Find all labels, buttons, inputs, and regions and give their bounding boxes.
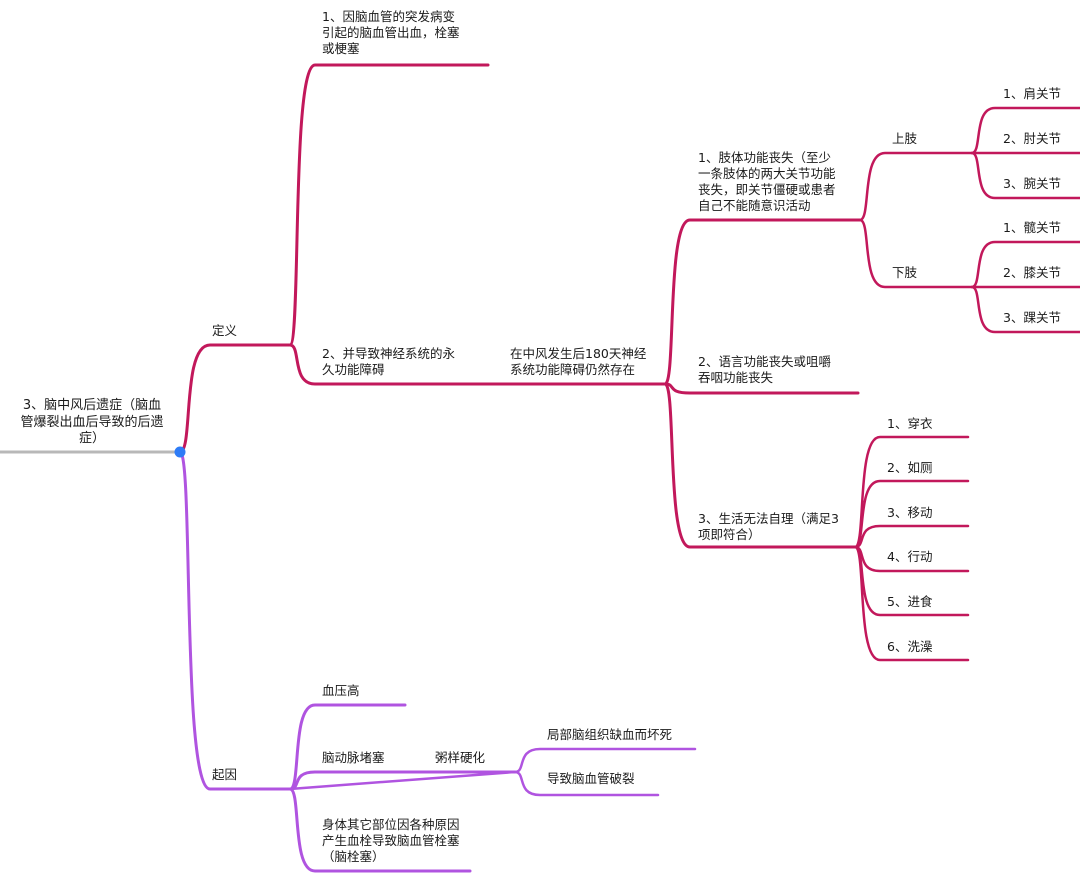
edge-result-rupture — [513, 770, 660, 797]
edge-daily-activity-6 — [853, 545, 970, 662]
edge-cause-embolism — [288, 787, 472, 873]
edge-definition-item2 — [288, 343, 667, 386]
edge-root-cause — [178, 450, 292, 791]
daily-activity-6[interactable]: 6、洗澡 — [887, 639, 933, 654]
cause-label[interactable]: 起因 — [212, 767, 238, 782]
edge-limb-lower — [858, 218, 974, 289]
upper-joint-1[interactable]: 1、肩关节 — [1003, 86, 1061, 101]
cause-artery-blockage[interactable]: 脑动脉堵塞 — [322, 750, 385, 765]
daily-activity-3[interactable]: 3、移动 — [887, 505, 933, 520]
upper-joint-2[interactable]: 2、肘关节 — [1003, 131, 1061, 146]
impairment-speech[interactable]: 2、语言功能丧失或咀嚼 吞咽功能丧失 — [698, 354, 831, 385]
edge-condition-limb — [663, 218, 862, 386]
lower-joint-2[interactable]: 2、膝关节 — [1003, 265, 1061, 280]
definition-condition[interactable]: 在中风发生后180天神经 系统功能障碍仍然存在 — [510, 346, 647, 377]
lower-joint-1[interactable]: 1、髋关节 — [1003, 220, 1061, 235]
edge-cause-artery-blockage — [288, 770, 517, 791]
daily-activity-4[interactable]: 4、行动 — [887, 549, 933, 564]
root-topic[interactable]: 3、脑中风后遗症（脑血 管爆裂出血后导致的后遗 症） — [20, 398, 164, 446]
edge-upper-joint-1 — [970, 106, 1080, 155]
daily-activity-5[interactable]: 5、进食 — [887, 594, 933, 609]
root-connector-dot[interactable] — [174, 446, 186, 458]
edge-daily-activity-1 — [853, 435, 970, 549]
edge-limb-upper — [858, 151, 974, 222]
cause-embolism[interactable]: 身体其它部位因各种原因 产生血栓导致脑血管栓塞 （脑栓塞） — [322, 817, 460, 864]
result-ischemic-necrosis[interactable]: 局部脑组织缺血而坏死 — [547, 727, 673, 742]
impairment-limb[interactable]: 1、肢体功能丧失（至少 一条肢体的两大关节功能 丧失，即关节僵硬或患者 自己不能… — [698, 150, 836, 213]
edge-cause-artery — [289, 770, 516, 791]
daily-activity-1[interactable]: 1、穿衣 — [887, 416, 933, 431]
edge-definition-item1 — [288, 63, 490, 347]
impairment-self-care[interactable]: 3、生活无法自理（满足3 项即符合） — [698, 511, 839, 542]
edge-upper-joint-3 — [970, 151, 1080, 200]
edge-cause-hypertension — [288, 703, 407, 791]
cause-atherosclerosis[interactable]: 粥样硬化 — [435, 750, 486, 765]
definition-item-1[interactable]: 1、因脑血管的突发病变 引起的脑血管出血，栓塞 或梗塞 — [322, 9, 460, 56]
edge-condition-speech — [663, 382, 860, 395]
edge-daily-activity-3 — [853, 524, 970, 549]
edge-daily-activity-2 — [853, 479, 970, 549]
definition-item-2[interactable]: 2、并导致神经系统的永 久功能障碍 — [322, 346, 455, 377]
edge-lower-joint-3 — [970, 285, 1080, 334]
lower-limb-label[interactable]: 下肢 — [892, 265, 918, 280]
edge-condition-selfcare — [663, 382, 857, 549]
upper-joint-3[interactable]: 3、腕关节 — [1003, 176, 1061, 191]
daily-activity-2[interactable]: 2、如厕 — [887, 460, 933, 475]
cause-hypertension[interactable]: 血压高 — [322, 683, 360, 698]
edge-root-definition — [178, 343, 292, 454]
result-vessel-rupture[interactable]: 导致脑血管破裂 — [547, 771, 635, 786]
upper-limb-label[interactable]: 上肢 — [892, 131, 918, 146]
edge-lower-joint-1 — [970, 240, 1080, 289]
edge-result-necrosis — [513, 747, 697, 774]
lower-joint-3[interactable]: 3、踝关节 — [1003, 310, 1061, 325]
definition-label[interactable]: 定义 — [212, 323, 238, 338]
